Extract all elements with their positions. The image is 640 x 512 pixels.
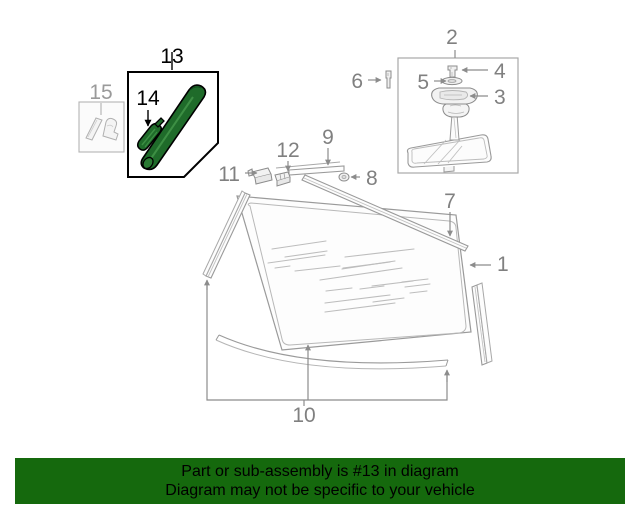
callout-label-2: 2 [446, 26, 458, 49]
banner-line-2: Diagram may not be specific to your vehi… [165, 482, 475, 499]
callout-labels: 1 2 3 4 5 6 7 8 9 10 11 12 13 14 15 [89, 26, 508, 427]
callout-label-3: 3 [494, 86, 506, 109]
right-pillar-molding [471, 282, 493, 366]
clip-b [102, 117, 119, 141]
callout-label-7: 7 [444, 190, 456, 213]
upper-corner-clip [247, 167, 273, 185]
windshield-glass-inner [247, 202, 467, 346]
clip-set-box [78, 101, 125, 153]
callout-label-15: 15 [89, 81, 112, 104]
callout-label-8: 8 [366, 167, 378, 190]
center-upper-clip [274, 171, 291, 187]
left-pillar-molding [202, 190, 251, 279]
a-pillar-trim-clip [136, 117, 165, 151]
molding-clip [338, 172, 350, 182]
a-pillar-trim-highlighted-box [127, 52, 219, 178]
clip-a [85, 117, 103, 141]
callout-label-11: 11 [218, 163, 240, 186]
windshield-glass-outline [236, 195, 472, 351]
windshield-lower-bevel-4 [445, 359, 449, 367]
glass-reflection-lines [267, 240, 431, 313]
upper-right-molding [301, 174, 469, 252]
callout-label-6: 6 [351, 70, 363, 93]
pillar-screw [368, 70, 392, 89]
leader-10-bracket [206, 283, 448, 401]
callout-label-10: 10 [292, 404, 315, 427]
callout-leaders [204, 148, 491, 406]
mirror-mount-base [431, 87, 478, 105]
mirror-mount-screw [447, 65, 458, 78]
callout-label-1: 1 [497, 253, 509, 276]
callout-label-13: 13 [160, 45, 183, 68]
mirror-stem [449, 113, 460, 141]
windshield-lower-bevel [218, 334, 449, 364]
callout-label-5: 5 [417, 71, 429, 94]
rearview-mirror-body [406, 134, 492, 173]
callout-label-12: 12 [276, 139, 299, 162]
windshield-lower-bevel-2 [215, 339, 447, 370]
mirror-pivot [442, 102, 470, 118]
rearview-mirror-assembly-box [397, 50, 519, 174]
callout-label-9: 9 [322, 126, 334, 149]
callout-label-14: 14 [136, 87, 160, 110]
a-pillar-trim-part [140, 84, 207, 171]
windshield-assembly [202, 161, 493, 370]
windshield-lower-bevel-3 [215, 334, 220, 341]
banner-line-1: Part or sub-assembly is #13 in diagram [181, 463, 459, 480]
callout-label-4: 4 [494, 60, 506, 83]
info-banner: Part or sub-assembly is #13 in diagram D… [15, 458, 625, 504]
